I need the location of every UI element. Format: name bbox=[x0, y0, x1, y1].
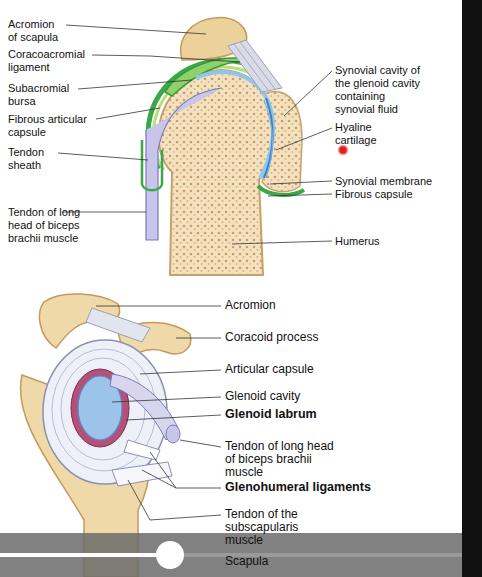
part-label: Coracoid process bbox=[225, 331, 425, 344]
screen-edge bbox=[462, 0, 482, 577]
part-label: Tendon of long head of biceps brachii mu… bbox=[8, 206, 84, 245]
part-label: Acromion of scapula bbox=[8, 18, 64, 44]
part-label: Glenohumeral ligaments bbox=[225, 481, 445, 494]
leader-lines bbox=[66, 25, 206, 34]
part-label: Tendon of long head of biceps brachii mu… bbox=[225, 440, 337, 479]
leader-lines bbox=[150, 452, 221, 488]
video-progress-bar bbox=[156, 541, 184, 569]
part-label: Glenoid labrum bbox=[225, 408, 445, 421]
video-progress-bar bbox=[170, 553, 462, 557]
cursor-dot bbox=[339, 146, 348, 155]
video-progress-bar bbox=[0, 553, 170, 557]
part-label: Subacromial bursa bbox=[8, 82, 76, 108]
lateral-view bbox=[166, 425, 180, 443]
part-label: Fibrous articular capsule bbox=[8, 113, 98, 139]
part-label: Humerus bbox=[335, 235, 460, 248]
leader-lines bbox=[176, 338, 221, 339]
part-label: Tendon of the subscapularis muscle bbox=[225, 508, 337, 547]
coronal-section bbox=[142, 185, 162, 190]
leader-lines bbox=[142, 470, 176, 488]
leader-lines bbox=[96, 108, 160, 119]
leader-lines bbox=[276, 128, 332, 150]
leader-lines bbox=[96, 306, 221, 307]
part-label: Acromion bbox=[225, 299, 425, 312]
coronal-section bbox=[146, 88, 222, 240]
part-label: Scapula bbox=[225, 555, 425, 568]
lateral-view bbox=[112, 462, 172, 486]
leader-lines bbox=[112, 397, 221, 402]
leader-lines bbox=[284, 71, 332, 116]
coronal-section bbox=[240, 42, 275, 89]
leader-lines bbox=[128, 480, 221, 520]
coronal-section bbox=[142, 18, 304, 275]
coronal-section bbox=[234, 44, 268, 90]
part-label: Synovial cavity of the glenoid cavity co… bbox=[335, 64, 427, 116]
coronal-section bbox=[228, 40, 282, 92]
part-label: Glenoid cavity bbox=[225, 390, 425, 403]
part-label: Tendon sheath bbox=[8, 146, 54, 172]
part-label: Fibrous capsule bbox=[335, 188, 460, 201]
lateral-view bbox=[86, 308, 150, 342]
coronal-section bbox=[258, 186, 304, 195]
leader-lines bbox=[92, 55, 240, 62]
coronal-section bbox=[158, 70, 273, 275]
part-label: Synovial membrane bbox=[335, 175, 460, 188]
leader-lines bbox=[78, 80, 192, 89]
leader-lines bbox=[140, 370, 221, 374]
part-label: Articular capsule bbox=[225, 363, 425, 376]
coronal-section bbox=[264, 98, 273, 178]
leader-lines bbox=[268, 194, 332, 196]
coronal-section bbox=[142, 140, 162, 185]
part-label: Hyaline cartilage bbox=[335, 121, 397, 147]
part-label: Coracoacromial ligament bbox=[8, 48, 90, 74]
lateral-view bbox=[124, 440, 160, 460]
leader-lines bbox=[232, 241, 332, 244]
leader-lines bbox=[180, 440, 221, 447]
leader-lines bbox=[270, 181, 332, 184]
coronal-section bbox=[264, 100, 273, 178]
leader-lines bbox=[58, 153, 148, 160]
leader-lines bbox=[126, 415, 221, 420]
